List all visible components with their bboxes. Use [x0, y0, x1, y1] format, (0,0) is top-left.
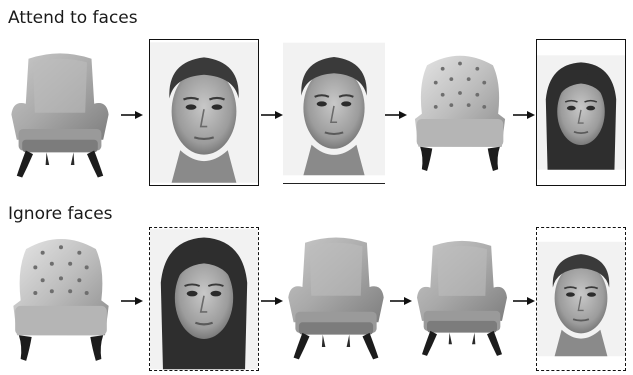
row-title-ignore: Ignore faces [8, 204, 113, 224]
arrow-icon [390, 296, 412, 306]
wingback-chair-image [283, 228, 389, 368]
tufted-chair-image [6, 228, 116, 370]
arrow-icon [121, 110, 143, 120]
female-face-image [537, 40, 625, 185]
repeat-underline [283, 183, 385, 184]
arrow-icon [261, 296, 283, 306]
arrow-icon [513, 296, 535, 306]
row-title-attend: Attend to faces [8, 8, 138, 28]
female-face-image [150, 228, 258, 370]
wingback-chair-image-repeat [412, 228, 512, 368]
arrow-icon [385, 110, 407, 120]
male-face-image-repeat [283, 40, 385, 178]
tufted-chair-image [408, 40, 512, 185]
arrow-icon [513, 110, 535, 120]
male-face-image [150, 40, 258, 185]
arrow-icon [121, 296, 143, 306]
male-face-image [537, 228, 625, 370]
arrow-icon [261, 110, 283, 120]
wingback-chair-image [6, 40, 114, 190]
